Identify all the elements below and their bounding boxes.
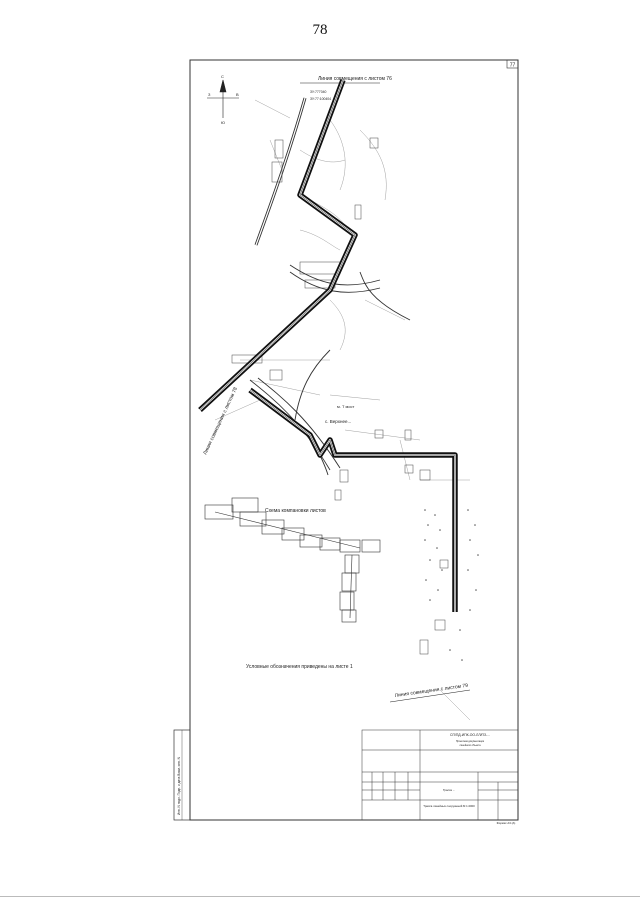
- match-line-bottom-label: Линия совмещения с листом 79: [394, 683, 468, 699]
- drawing-title: Трасса линейных сооружений М 1:2000: [423, 804, 475, 808]
- sheet-number: 77: [510, 63, 516, 69]
- route-label-1: ЗУ:777040: [310, 90, 326, 94]
- terrain-lines: [214, 99, 471, 721]
- bridge-label: м. Т мост: [337, 404, 355, 409]
- legend-note: Условные обозначения приведены на листе …: [246, 664, 353, 670]
- match-line-top-label: Линия совмещения с листом 76: [318, 76, 392, 82]
- match-line-left-label: Линия совмещения с листом 78: [202, 386, 239, 456]
- main-route: [198, 79, 458, 612]
- binding-text: Инв. N подл. Подп. и дата Взам. инв. N: [177, 756, 181, 815]
- scheme-title: Схема компановки листов: [265, 508, 326, 514]
- settlement-dots: [424, 509, 479, 661]
- svg-text:Ю: Ю: [221, 120, 225, 125]
- page-bottom-rule: [0, 896, 640, 897]
- road-left: [254, 97, 307, 246]
- stage-label: Трасса ...: [443, 788, 455, 792]
- svg-text:В: В: [236, 92, 239, 97]
- format-note: Формат А3 (A): [497, 821, 516, 825]
- project-code: СП/ПД-ИПК-ОО-ЛЛ/ПЗ-...: [450, 733, 490, 737]
- village-label: с. Верхнее...: [325, 419, 351, 424]
- sheet-number-box: [506, 59, 519, 69]
- north-arrow-icon: С З В Ю: [207, 74, 239, 125]
- svg-text:С: С: [221, 74, 224, 79]
- project-desc-2: линейного объекта: [459, 744, 481, 747]
- svg-text:З: З: [208, 92, 211, 97]
- sheet-layout-scheme: [204, 497, 381, 623]
- route-label-2: ЗУ:77:100404: [310, 97, 331, 101]
- title-block: [361, 729, 519, 821]
- page-number: 78: [312, 22, 328, 38]
- project-desc-1: Проектная документация: [456, 740, 485, 743]
- sheet-frame: [189, 59, 519, 821]
